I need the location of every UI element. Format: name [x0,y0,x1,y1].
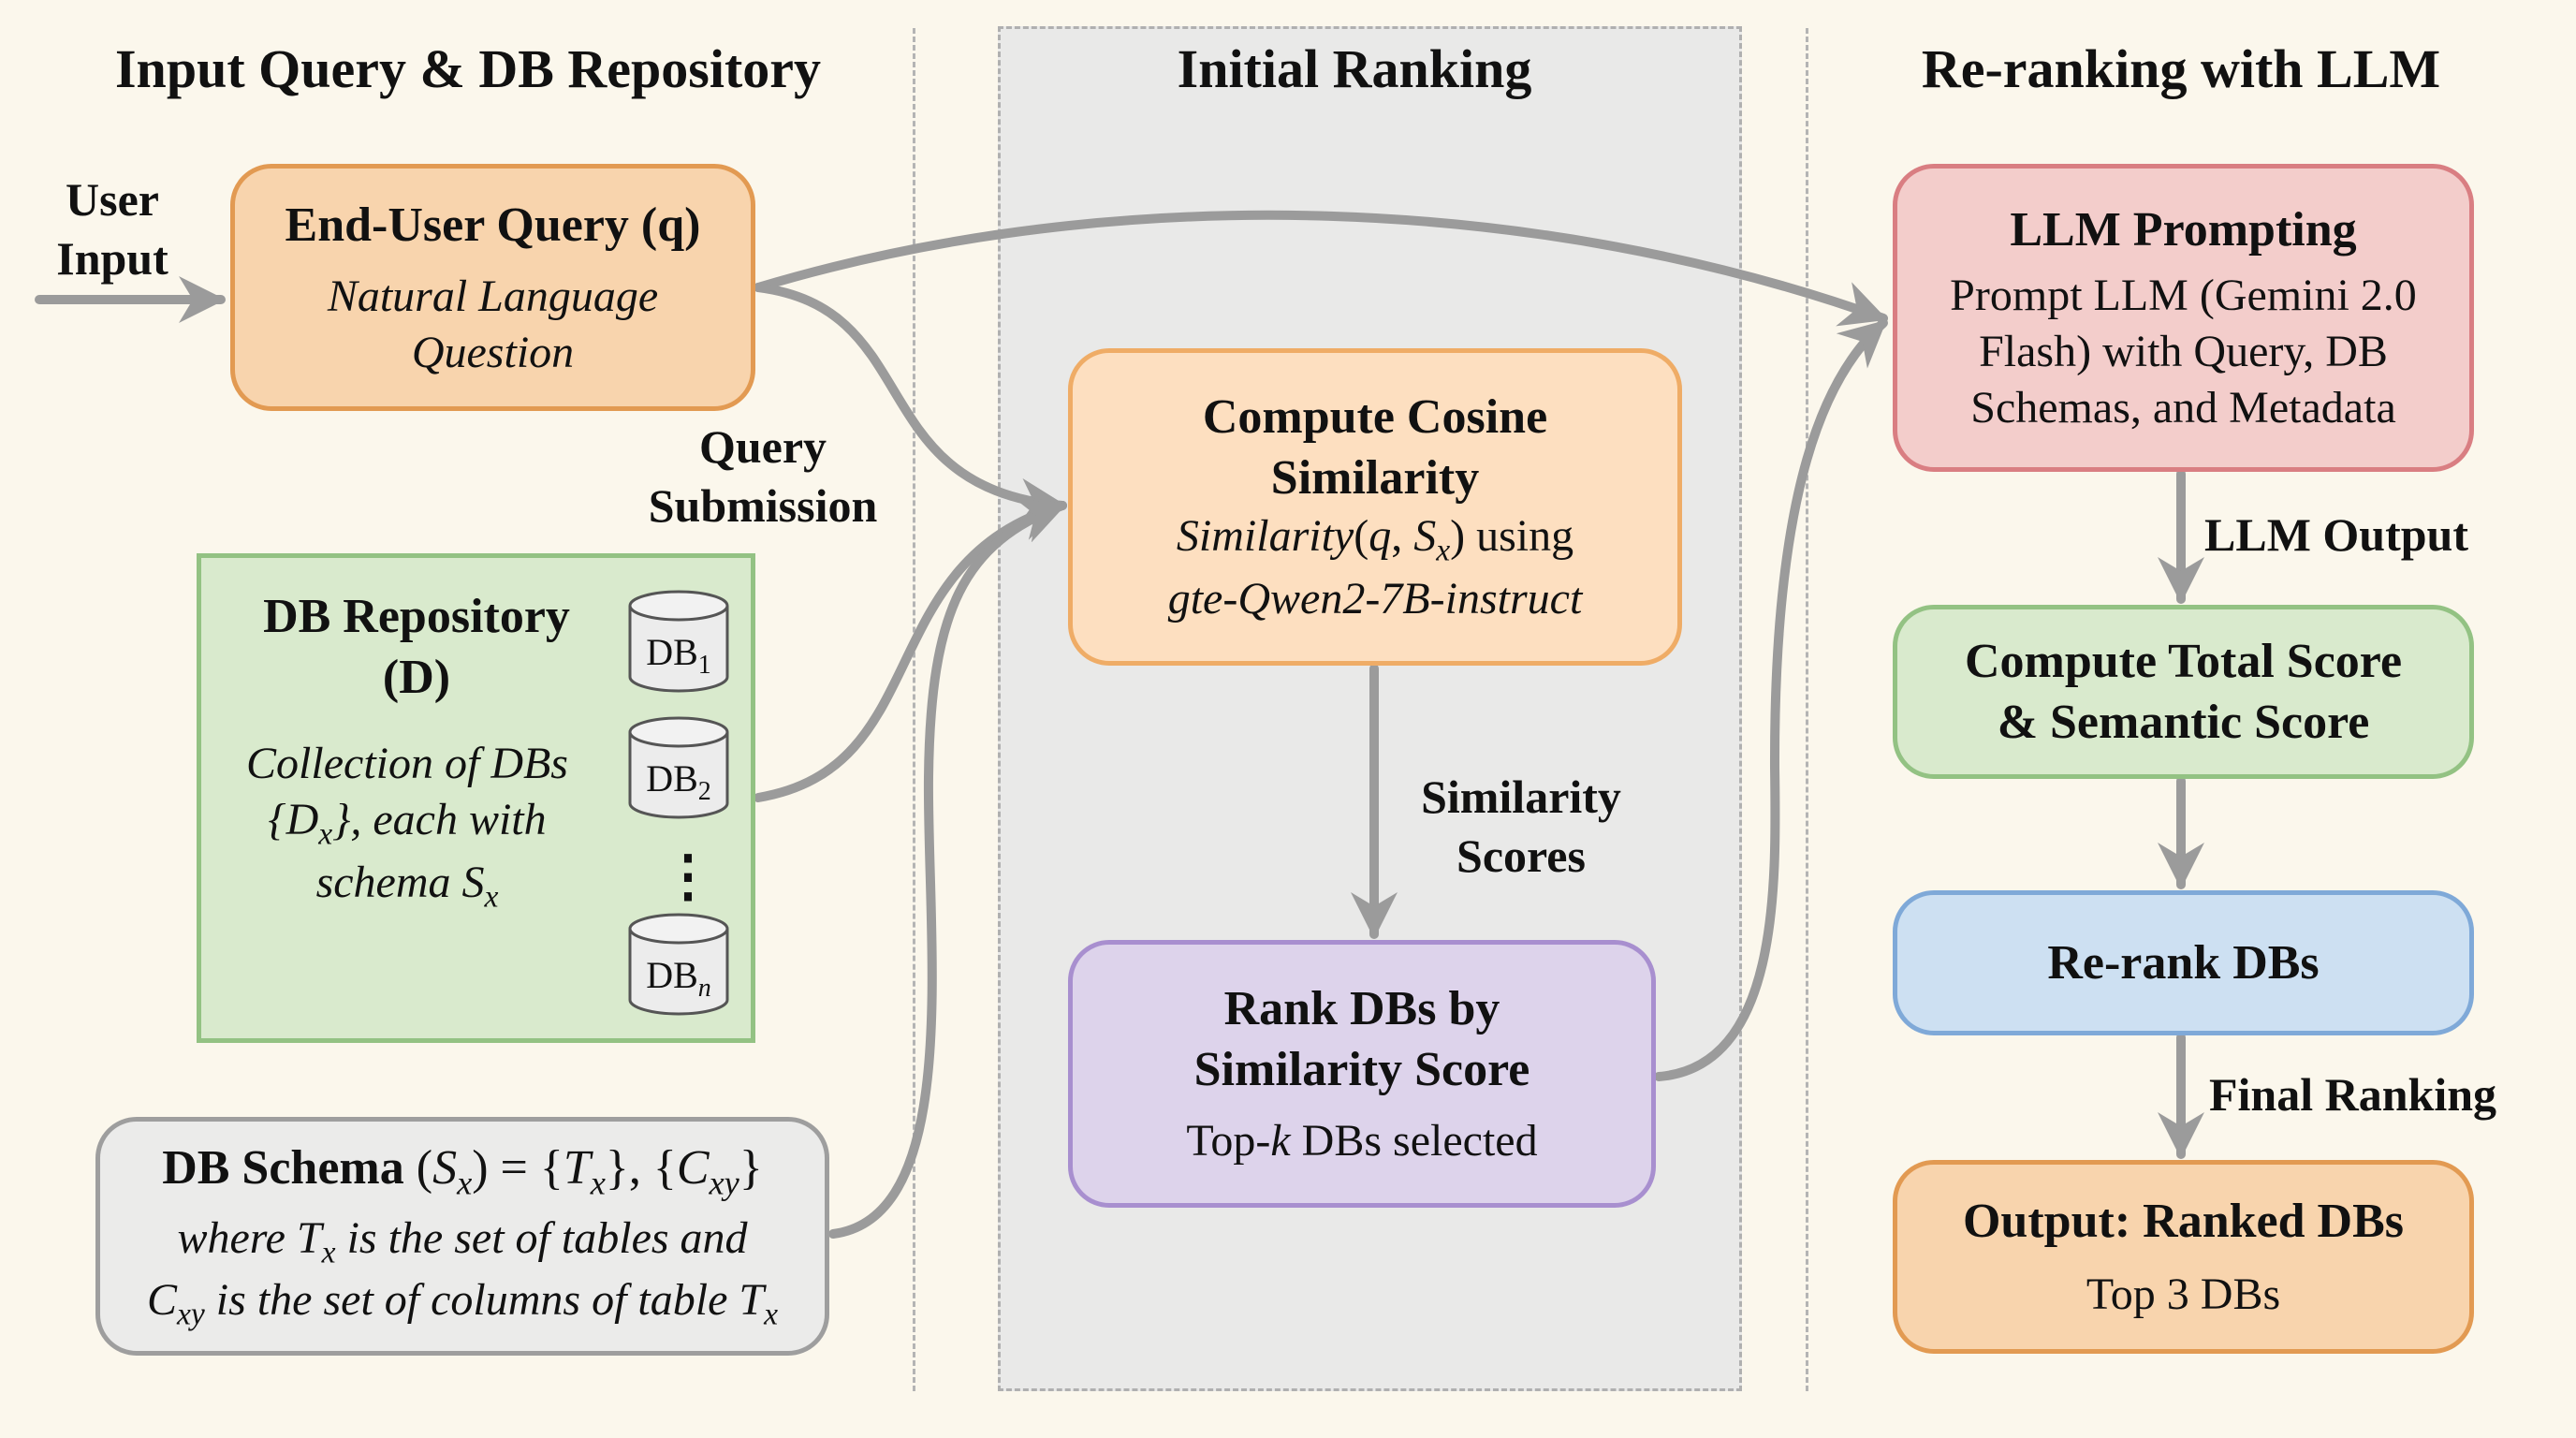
end-user-query-subtitle-1: Natural Language [327,271,659,321]
right-divider [1806,28,1808,1391]
rerank-dbs-box: Re-rank DBs [1893,890,2474,1035]
arrow-schema-to-cosine [828,498,1067,1239]
db-schema-line-2: Cxy is the set of columns of table Tx [146,1275,779,1333]
ellipsis-icon: ⋮ [660,845,716,907]
db-repository-title: DB Repository (D) [263,590,570,704]
compute-cosine-formula: Similarity(q, Sx) using [1176,511,1574,568]
output-ranked-dbs-box: Output: Ranked DBs Top 3 DBs [1893,1160,2474,1354]
compute-cosine-title-2: Similarity [1270,451,1480,506]
db-repository-box: DB Repository (D) Collection of DBs {Dx}… [197,553,755,1043]
section-header-initial-ranking: Initial Ranking [1177,38,1532,99]
database-icon-2: DB2 [627,715,730,820]
query-submission-label: Query Submission [648,420,878,532]
compute-cosine-box: Compute Cosine Similarity Similarity(q, … [1068,348,1682,666]
end-user-query-box: End-User Query (q) Natural Language Ques… [230,164,755,411]
db-schema-title: DB Schema (Sx) = {Tx}, {Cxy} [162,1140,763,1202]
end-user-query-subtitle-2: Question [411,327,575,377]
compute-cosine-model: gte-Qwen2-7B-instruct [1167,573,1583,624]
rank-dbs-title-1: Rank DBs by [1223,982,1500,1035]
section-header-input: Input Query & DB Repository [114,38,822,99]
arrow-query-to-llm [754,210,1888,327]
rank-dbs-subtitle: Top-k DBs selected [1186,1116,1538,1166]
database-icon-n: DBn [627,912,730,1017]
db-repository-description: Collection of DBs {Dx}, each with schema… [246,739,568,915]
compute-total-score-box: Compute Total Score & Semantic Score [1893,605,2474,779]
arrow-query-to-cosine [754,283,1067,525]
rank-dbs-box: Rank DBs by Similarity Score Top-k DBs s… [1068,940,1656,1208]
llm-output-label: LLM Output [2204,508,2469,561]
section-header-reranking: Re-ranking with LLM [1921,38,2441,99]
similarity-scores-label: Similarity Scores [1421,770,1621,882]
llm-prompting-box: LLM Prompting Prompt LLM (Gemini 2.0 Fla… [1893,164,2474,472]
db-schema-box: DB Schema (Sx) = {Tx}, {Cxy} where Tx is… [95,1117,829,1356]
final-ranking-label: Final Ranking [2209,1068,2497,1121]
user-input-label: User Input [56,173,168,285]
arrow-rank-to-llm [1654,318,1888,1081]
db-schema-line-1: where Tx is the set of tables and [177,1212,748,1270]
left-divider [913,28,915,1391]
compute-cosine-title-1: Compute Cosine [1202,390,1548,445]
arrow-repo-to-cosine [754,494,1067,802]
llm-prompting-title: LLM Prompting [2010,203,2357,257]
rank-dbs-title-2: Similarity Score [1193,1043,1530,1096]
end-user-query-title: End-User Query (q) [285,198,701,252]
database-icon-1: DB1 [627,589,730,694]
